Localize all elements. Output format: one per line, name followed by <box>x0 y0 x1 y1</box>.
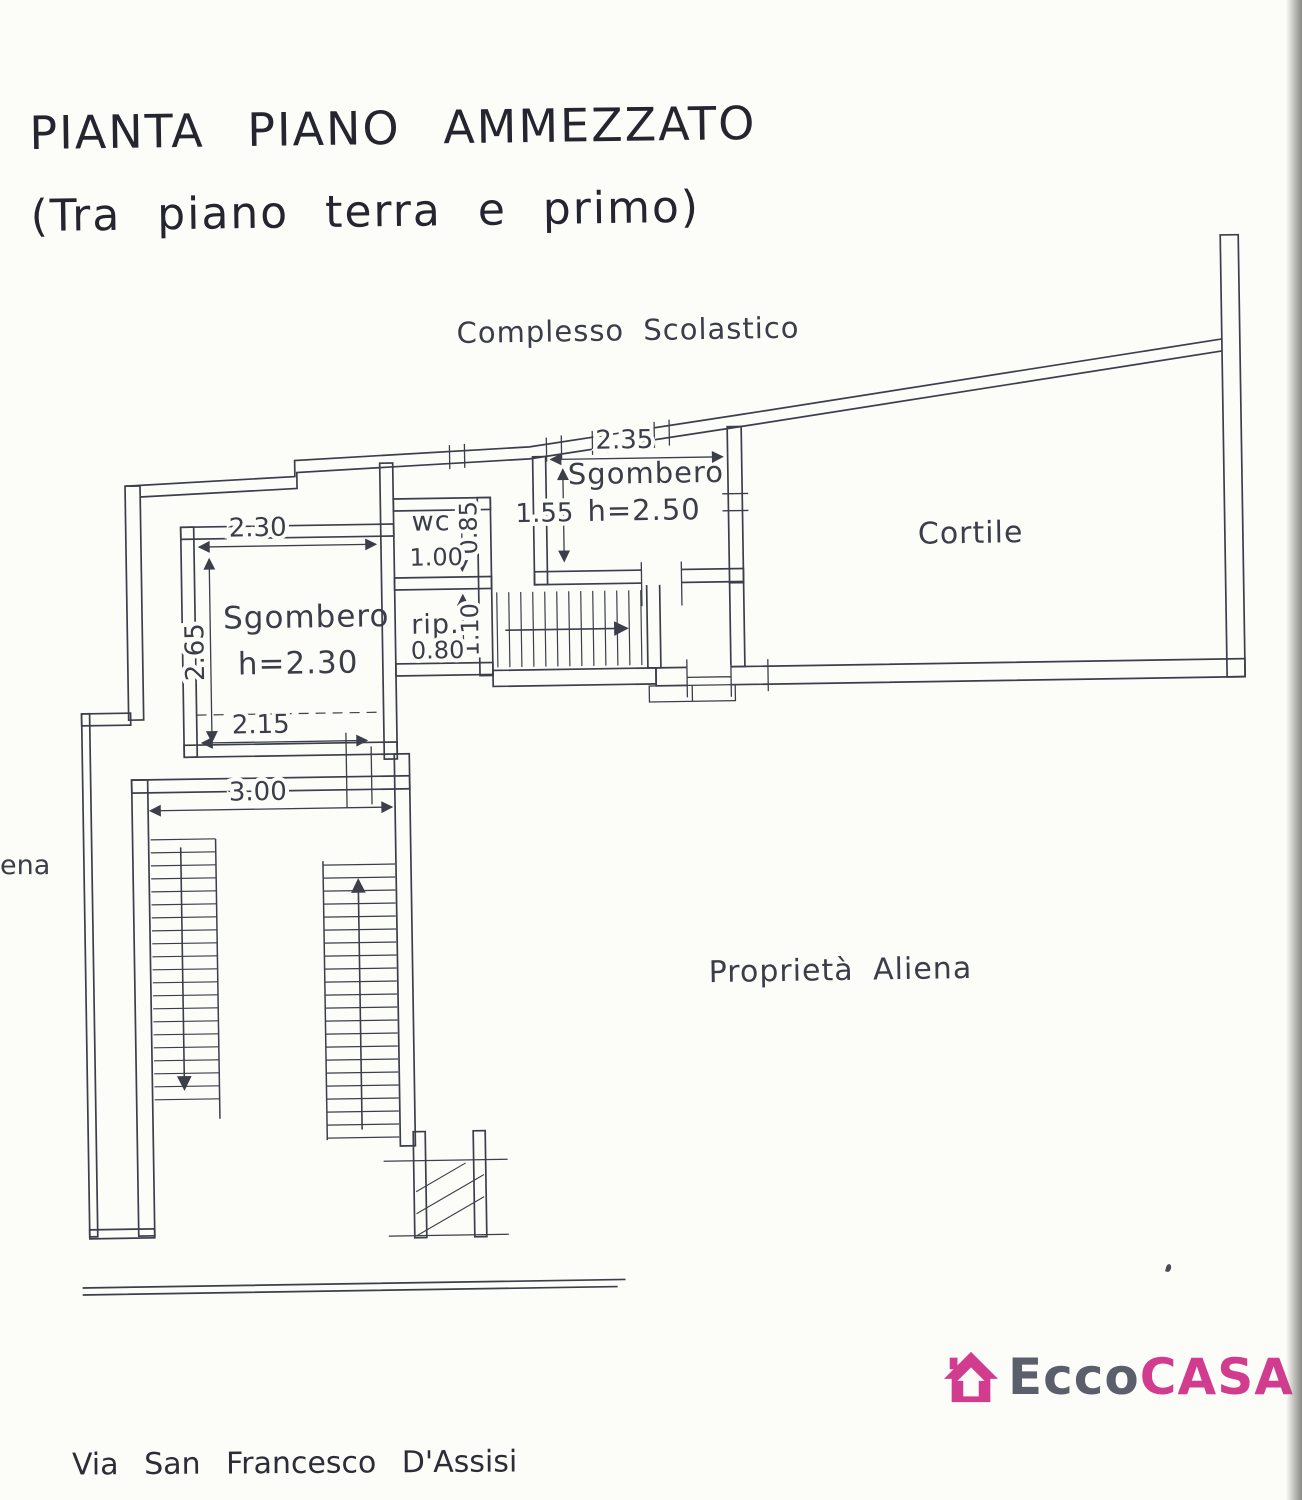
dim-2-65: 2.65 <box>180 623 211 681</box>
stair-treads-upper <box>496 590 643 668</box>
logo-text-pink: CASA <box>1139 1348 1294 1406</box>
window-ticks <box>345 419 769 1237</box>
logo-wordmark: EccoCASA <box>1008 1348 1294 1406</box>
room-height-sgombero-upper: h=2.50 <box>587 492 701 528</box>
room-height-sgombero-left: h=2.30 <box>238 645 359 683</box>
label-complesso-scolastico: Complesso Scolastico <box>456 311 799 350</box>
dim-2-35: 2.35 <box>595 425 653 456</box>
scan-edge-shadow <box>1286 0 1302 1500</box>
dim-1-00: 1.00 <box>409 543 463 572</box>
stair-direction-arrow <box>505 621 629 636</box>
scan-artifacts <box>202 303 266 357</box>
dim-1-10: 1.10 <box>456 603 485 657</box>
title-line-1: PIANTA PIANO AMMEZZATO <box>29 95 757 161</box>
logo-text-grey: Ecco <box>1008 1348 1140 1406</box>
agency-logo: EccoCASA <box>940 1348 1294 1406</box>
north-wall <box>124 338 1223 498</box>
floor-plan: Complesso Scolastico Cortile Proprietà A… <box>80 233 1246 1296</box>
street-line <box>82 1278 626 1296</box>
house-icon <box>943 1351 999 1403</box>
label-cortile: Cortile <box>918 515 1024 552</box>
title-line-2: (Tra piano terra e primo) <box>30 181 701 243</box>
drawing-title: PIANTA PIANO AMMEZZATO (Tra piano terra … <box>29 81 758 259</box>
room-label-sgombero-left: Sgombero <box>223 598 390 637</box>
dim-0-85: 0.85 <box>454 501 483 555</box>
stair-arrow-down <box>176 847 192 1091</box>
stair-arrow-up <box>351 878 366 1130</box>
room-label-rip: rip. <box>411 609 460 641</box>
clipped-left-edge-text: ena <box>0 850 51 881</box>
street-name: Via San Francesco D'Assisi <box>71 1444 518 1483</box>
room-label-wc: wc <box>411 506 450 538</box>
door-openings <box>640 561 737 703</box>
dim-1-55: 1.55 <box>515 498 573 529</box>
dim-2-30: 2.30 <box>229 513 287 544</box>
stair-treads-main <box>150 838 400 1141</box>
section-hatch <box>415 1162 485 1237</box>
dimension-lines <box>148 451 724 817</box>
dim-3-00: 3.00 <box>229 777 287 808</box>
label-proprieta-aliena: Proprietà Aliena <box>708 951 972 990</box>
dim-2-15: 2.15 <box>232 710 290 741</box>
dashed-line <box>196 711 384 716</box>
room-label-sgombero-upper: Sgombero <box>568 455 725 491</box>
dim-0-80: 0.80 <box>411 636 465 665</box>
